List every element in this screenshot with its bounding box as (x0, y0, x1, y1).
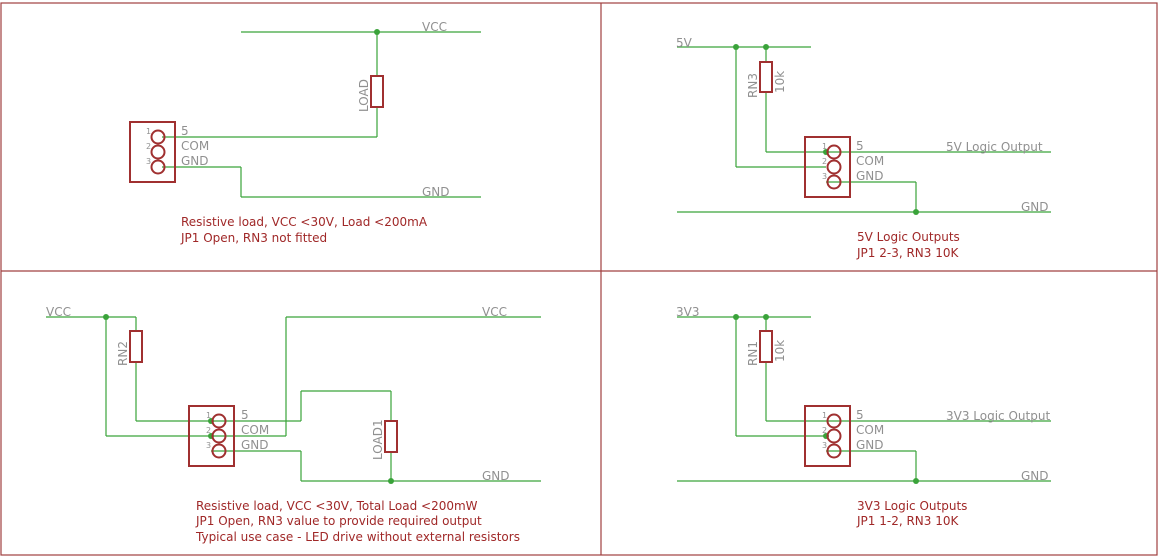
pin-number: 2 (822, 426, 827, 435)
wires (162, 31, 481, 198)
junction-dot (733, 44, 739, 50)
pullup-resistor (759, 330, 773, 363)
note-line-3: Typical use case - LED drive without ext… (195, 530, 520, 544)
pin-label: 5 (241, 408, 249, 422)
wires (677, 316, 1051, 482)
pin-number: 2 (822, 157, 827, 166)
pin-label: COM (241, 423, 269, 437)
circuit-resistive-load: LOAD VCC GND 1 2 3 5 COM GND Resistive l… (129, 20, 481, 245)
pin-number: 2 (146, 142, 151, 151)
junction-dot (763, 44, 769, 50)
pin-label: 5 (856, 408, 864, 422)
pin-number: 2 (206, 426, 211, 435)
pin-label: GND (181, 154, 209, 168)
jumper-jp1: 1 2 3 5 COM GND (188, 405, 269, 467)
output-net-label: 3V3 Logic Output (946, 409, 1050, 423)
junction-dot (733, 314, 739, 320)
vcc-right-net-label: VCC (482, 305, 507, 319)
junction-dot (913, 478, 919, 484)
note-line-1: Resistive load, VCC <30V, Load <200mA (181, 215, 428, 229)
pin-label: COM (181, 139, 209, 153)
junction-dot (388, 478, 394, 484)
pin-label: COM (856, 423, 884, 437)
note-line-1: 3V3 Logic Outputs (857, 499, 967, 513)
circuit-led-drive: RN2 LOAD1 VCC VCC GND 1 2 3 5 COM GND Re… (46, 305, 541, 544)
resistor-name: RN3 (746, 73, 760, 98)
load-resistor (384, 420, 398, 453)
load-label: LOAD (357, 79, 371, 112)
output-net-label: 5V Logic Output (946, 140, 1043, 154)
wires (46, 316, 541, 482)
note-line-2: JP1 1-2, RN3 10K (856, 514, 959, 528)
pullup-resistor (759, 61, 773, 93)
load-resistor (370, 75, 384, 108)
pin-label: GND (856, 438, 884, 452)
gnd-net-label: GND (482, 469, 510, 483)
jumper-jp1: 1 2 3 5 COM GND (129, 121, 209, 183)
pin-number: 3 (206, 441, 211, 450)
note-line-1: Resistive load, VCC <30V, Total Load <20… (196, 499, 478, 513)
gnd-net-label: GND (422, 185, 450, 199)
pin-number: 1 (206, 411, 211, 420)
pin-number: 1 (146, 127, 151, 136)
resistor-name: RN2 (116, 341, 130, 366)
junction-dot (763, 314, 769, 320)
note-line-2: JP1 Open, RN3 value to provide required … (195, 514, 482, 528)
note-line-2: JP1 Open, RN3 not fitted (180, 231, 327, 245)
circuit-3v3-logic-output: RN1 10k 3V3 3V3 Logic Output GND 1 2 3 5… (676, 305, 1051, 528)
jumper-jp1: 1 2 3 5 COM GND (804, 136, 884, 198)
resistor-value: 10k (773, 340, 787, 362)
note-line-1: 5V Logic Outputs (857, 230, 960, 244)
supply-net-label: 3V3 (676, 305, 699, 319)
pin-number: 3 (822, 172, 827, 181)
supply-net-label: 5V (676, 36, 693, 50)
series-resistor (129, 330, 143, 363)
pin-label: COM (856, 154, 884, 168)
gnd-net-label: GND (1021, 200, 1049, 214)
pin-number: 3 (146, 157, 151, 166)
resistor-name: RN1 (746, 341, 760, 366)
pin-label: GND (241, 438, 269, 452)
pin-label: 5 (181, 124, 189, 138)
pin-number: 3 (822, 441, 827, 450)
resistor-value: 10k (773, 71, 787, 93)
note-line-2: JP1 2-3, RN3 10K (856, 246, 959, 260)
circuit-5v-logic-output: RN3 10k 5V 5V Logic Output GND 1 2 3 5 C… (676, 36, 1051, 260)
load-label: LOAD1 (371, 419, 385, 460)
vcc-left-net-label: VCC (46, 305, 71, 319)
pin-number: 1 (822, 411, 827, 420)
pin-number: 1 (822, 142, 827, 151)
junction-dot (103, 314, 109, 320)
junction-dot (374, 29, 380, 35)
pin-label: GND (856, 169, 884, 183)
vcc-net-label: VCC (422, 20, 447, 34)
gnd-net-label: GND (1021, 469, 1049, 483)
wires (677, 46, 1051, 213)
pin-label: 5 (856, 139, 864, 153)
junction-dot (913, 209, 919, 215)
jumper-jp1: 1 2 3 5 COM GND (804, 405, 884, 467)
